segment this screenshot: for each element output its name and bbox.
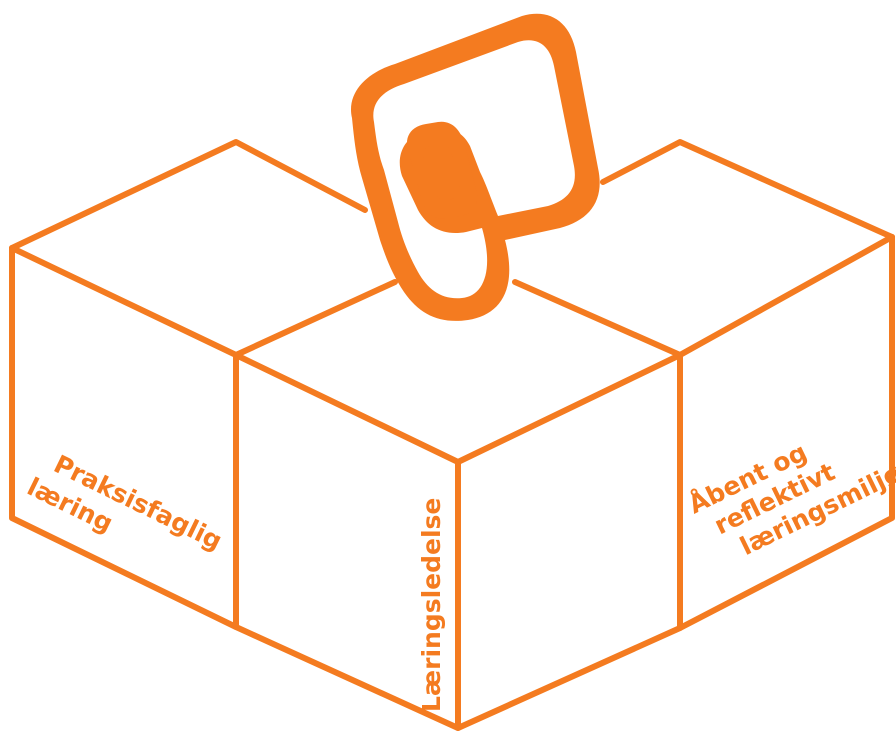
right-box-label: Åbent og reflektivt læringsmiljø <box>684 404 896 573</box>
logo-outer-loop <box>351 13 600 321</box>
top-outline <box>9 234 895 465</box>
right-box-back-edge <box>600 139 895 240</box>
left-box-back-edge <box>9 139 368 251</box>
boxes-outline <box>9 139 895 731</box>
left-top-seam <box>233 279 398 358</box>
middle-box-label: Læringsledelse <box>417 498 446 712</box>
logo-inner-loop <box>406 121 478 219</box>
logo-icon <box>351 13 600 321</box>
right-top-seam <box>512 279 683 358</box>
left-box-label: Praksisfaglig læring <box>23 443 235 588</box>
